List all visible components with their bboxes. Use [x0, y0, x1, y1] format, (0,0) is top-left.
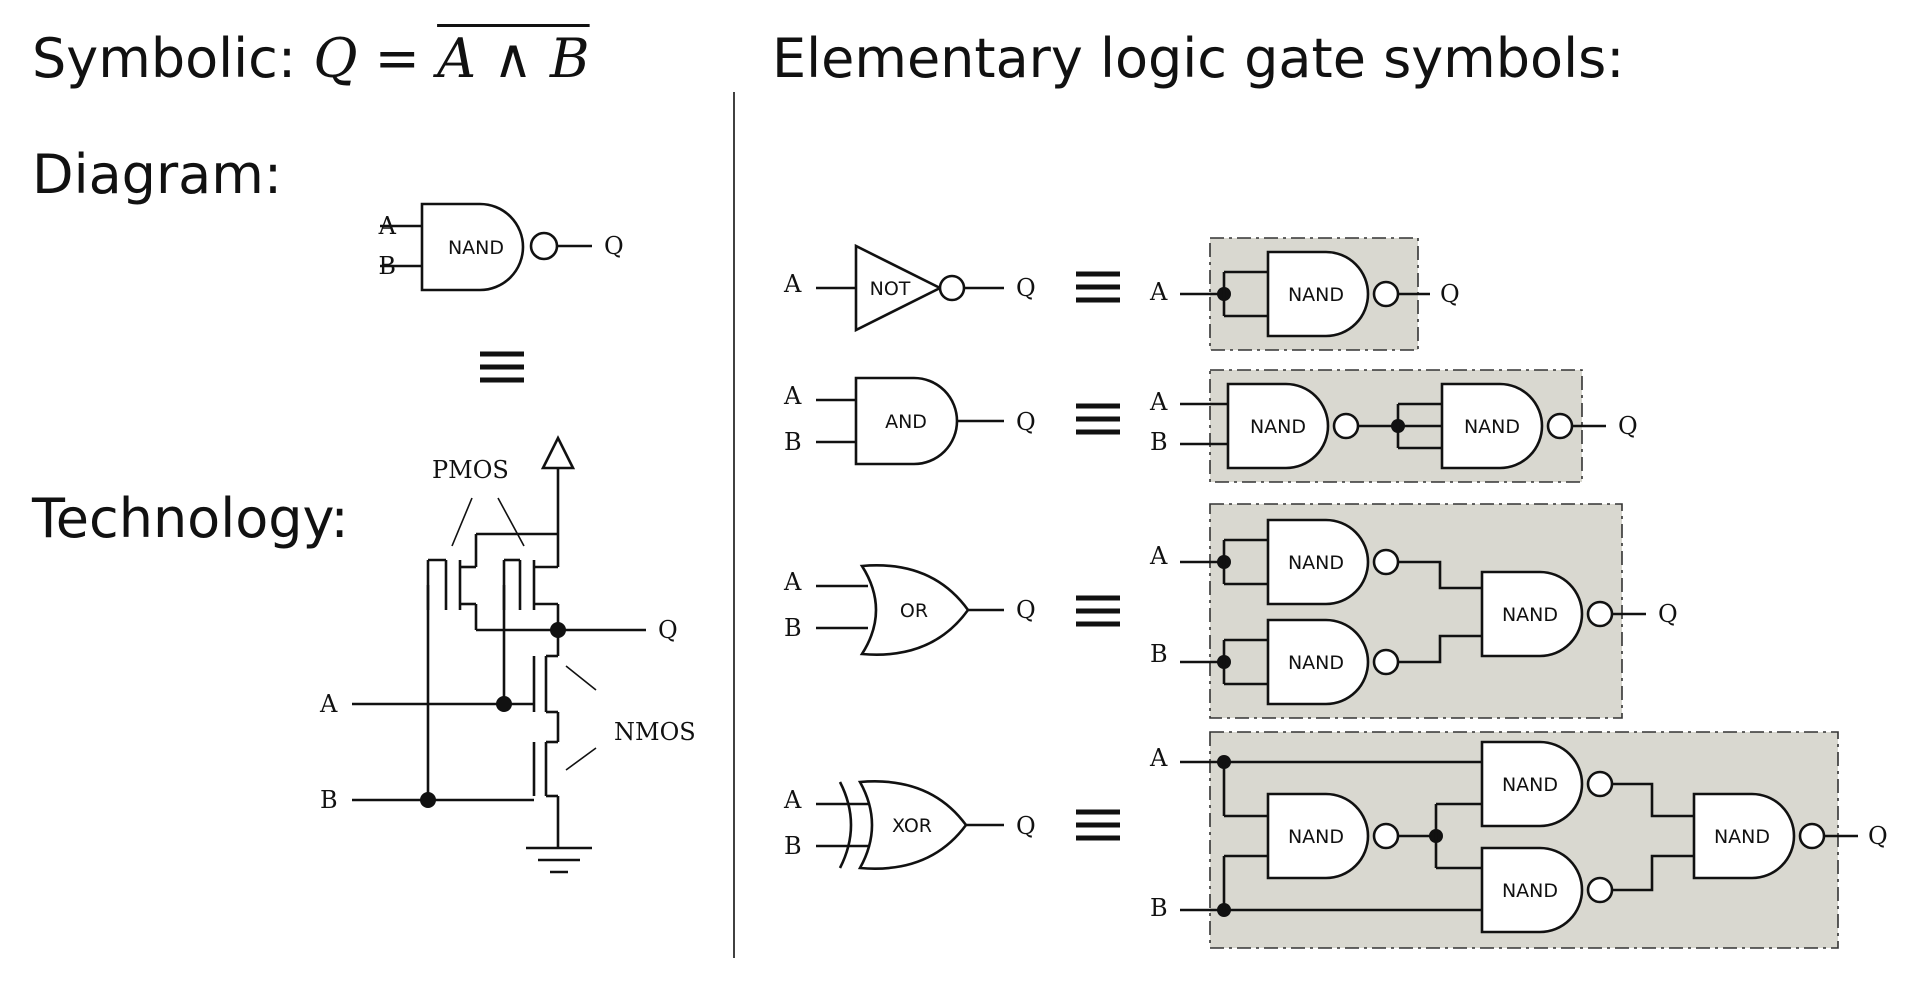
and-gate-row: A B AND Q A B NAND NAND Q [783, 369, 1638, 483]
diagram-output-q: Q [604, 232, 624, 260]
or-equiv-nand-a-label: NAND [1288, 552, 1344, 574]
or-input-b: B [784, 614, 802, 642]
or-equiv-output-q: Q [1658, 600, 1678, 628]
diagram-heading: Diagram: [32, 143, 283, 206]
or-equiv-nand-b-label: NAND [1288, 652, 1344, 674]
and-gate-label: AND [885, 411, 927, 433]
xor-equiv-nand-4-label: NAND [1714, 826, 1770, 848]
xor-output-q: Q [1016, 812, 1036, 840]
and-equiv-input-a: A [1149, 388, 1168, 416]
and-input-b: B [784, 428, 802, 456]
equivalence-symbol-and [1076, 403, 1120, 435]
and-input-a: A [783, 382, 802, 410]
symbolic-equals: = [357, 27, 438, 90]
and-equiv-nand-2-label: NAND [1464, 416, 1520, 438]
or-input-a: A [783, 568, 802, 596]
or-equiv-nand-out-label: NAND [1502, 604, 1558, 626]
equivalence-symbol-left [480, 351, 524, 383]
nmos-label: NMOS [614, 718, 696, 746]
and-equiv-output-q: Q [1618, 412, 1638, 440]
not-equiv-output-q: Q [1440, 280, 1460, 308]
cmos-output-q: Q [658, 616, 678, 644]
or-gate-row: A B OR Q A NAND B NAND [783, 503, 1678, 719]
equivalence-symbol-or [1076, 595, 1120, 627]
xor-equiv-input-b: B [1150, 894, 1168, 922]
xor-input-b: B [784, 832, 802, 860]
xor-gate-label: XOR [892, 815, 932, 837]
or-output-q: Q [1016, 596, 1036, 624]
xor-equiv-output-q: Q [1868, 822, 1888, 850]
and-equiv-nand-1-label: NAND [1250, 416, 1306, 438]
technology-heading: Technology: [32, 487, 349, 550]
not-gate-row: A NOT Q A NAND Q [783, 237, 1460, 351]
not-gate-label: NOT [870, 278, 911, 300]
pmos-label: PMOS [432, 456, 509, 484]
equivalence-symbol-xor [1076, 809, 1120, 841]
symbolic-heading: Symbolic: Q = A ∧ B [32, 32, 590, 86]
equivalence-symbol-not [1076, 271, 1120, 303]
cmos-input-b: B [320, 786, 338, 814]
xor-equiv-input-a: A [1149, 744, 1168, 772]
or-equiv-input-b: B [1150, 640, 1168, 668]
xor-equiv-nand-2-label: NAND [1502, 774, 1558, 796]
xor-equiv-nand-1-label: NAND [1288, 826, 1344, 848]
or-equiv-input-a: A [1149, 542, 1168, 570]
xor-equiv-nand-3-label: NAND [1502, 880, 1558, 902]
diagram-input-b: B [378, 252, 396, 280]
xor-gate-row: A B XOR Q A B NAND [783, 731, 1888, 949]
symbolic-q: Q [313, 27, 358, 90]
xor-input-a: A [783, 786, 802, 814]
or-gate-label: OR [900, 600, 928, 622]
and-equiv-input-b: B [1150, 428, 1168, 456]
diagram-input-a: A [378, 212, 397, 240]
not-output-q: Q [1016, 274, 1036, 302]
diagram-nand-gate: A B NAND Q [378, 202, 624, 292]
symbolic-expression: A ∧ B [437, 27, 590, 90]
not-equiv-nand-label: NAND [1288, 284, 1344, 306]
cmos-nand-schematic: PMOS NMOS Q A B [319, 435, 696, 874]
not-equiv-input-a: A [1149, 278, 1168, 306]
cmos-input-a: A [319, 690, 338, 718]
not-input-a: A [783, 270, 802, 298]
symbolic-label: Symbolic: [32, 27, 314, 90]
elementary-heading: Elementary logic gate symbols: [772, 27, 1625, 90]
and-output-q: Q [1016, 408, 1036, 436]
diagram-nand-label: NAND [448, 237, 504, 259]
